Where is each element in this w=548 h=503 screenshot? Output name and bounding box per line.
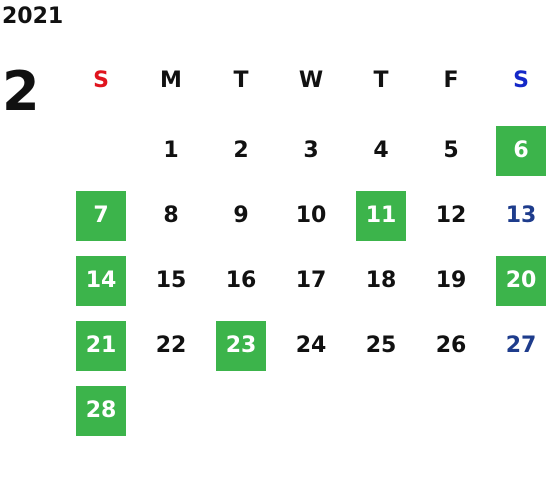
day-2[interactable]: 2 [233,138,249,163]
weekday-wednesday: W [298,68,324,93]
day-25[interactable]: 25 [365,333,397,358]
day-6[interactable]: 6 [496,126,546,176]
day-23[interactable]: 23 [216,321,266,371]
weekday-thursday: T [373,68,389,93]
day-7[interactable]: 7 [76,191,126,241]
weekday-tuesday: T [233,68,249,93]
day-17[interactable]: 17 [295,268,327,293]
day-3[interactable]: 3 [303,138,319,163]
weekday-saturday: S [513,68,529,93]
day-27[interactable]: 27 [505,333,537,358]
weekday-sunday: S [93,68,109,93]
day-8[interactable]: 8 [163,203,179,228]
day-19[interactable]: 19 [435,268,467,293]
day-22[interactable]: 22 [155,333,187,358]
day-20[interactable]: 20 [496,256,546,306]
day-1[interactable]: 1 [163,138,179,163]
day-4[interactable]: 4 [373,138,389,163]
weekday-monday: M [160,68,182,93]
day-15[interactable]: 15 [155,268,187,293]
day-13[interactable]: 13 [505,203,537,228]
day-12[interactable]: 12 [435,203,467,228]
weekday-friday: F [443,68,459,93]
day-18[interactable]: 18 [365,268,397,293]
year-label: 2021 [2,4,64,29]
day-21[interactable]: 21 [76,321,126,371]
day-14[interactable]: 14 [76,256,126,306]
day-10[interactable]: 10 [295,203,327,228]
day-26[interactable]: 26 [435,333,467,358]
day-24[interactable]: 24 [295,333,327,358]
day-16[interactable]: 16 [225,268,257,293]
day-9[interactable]: 9 [233,203,249,228]
day-11[interactable]: 11 [356,191,406,241]
day-5[interactable]: 5 [443,138,459,163]
day-28[interactable]: 28 [76,386,126,436]
month-label: 2 [2,60,40,123]
